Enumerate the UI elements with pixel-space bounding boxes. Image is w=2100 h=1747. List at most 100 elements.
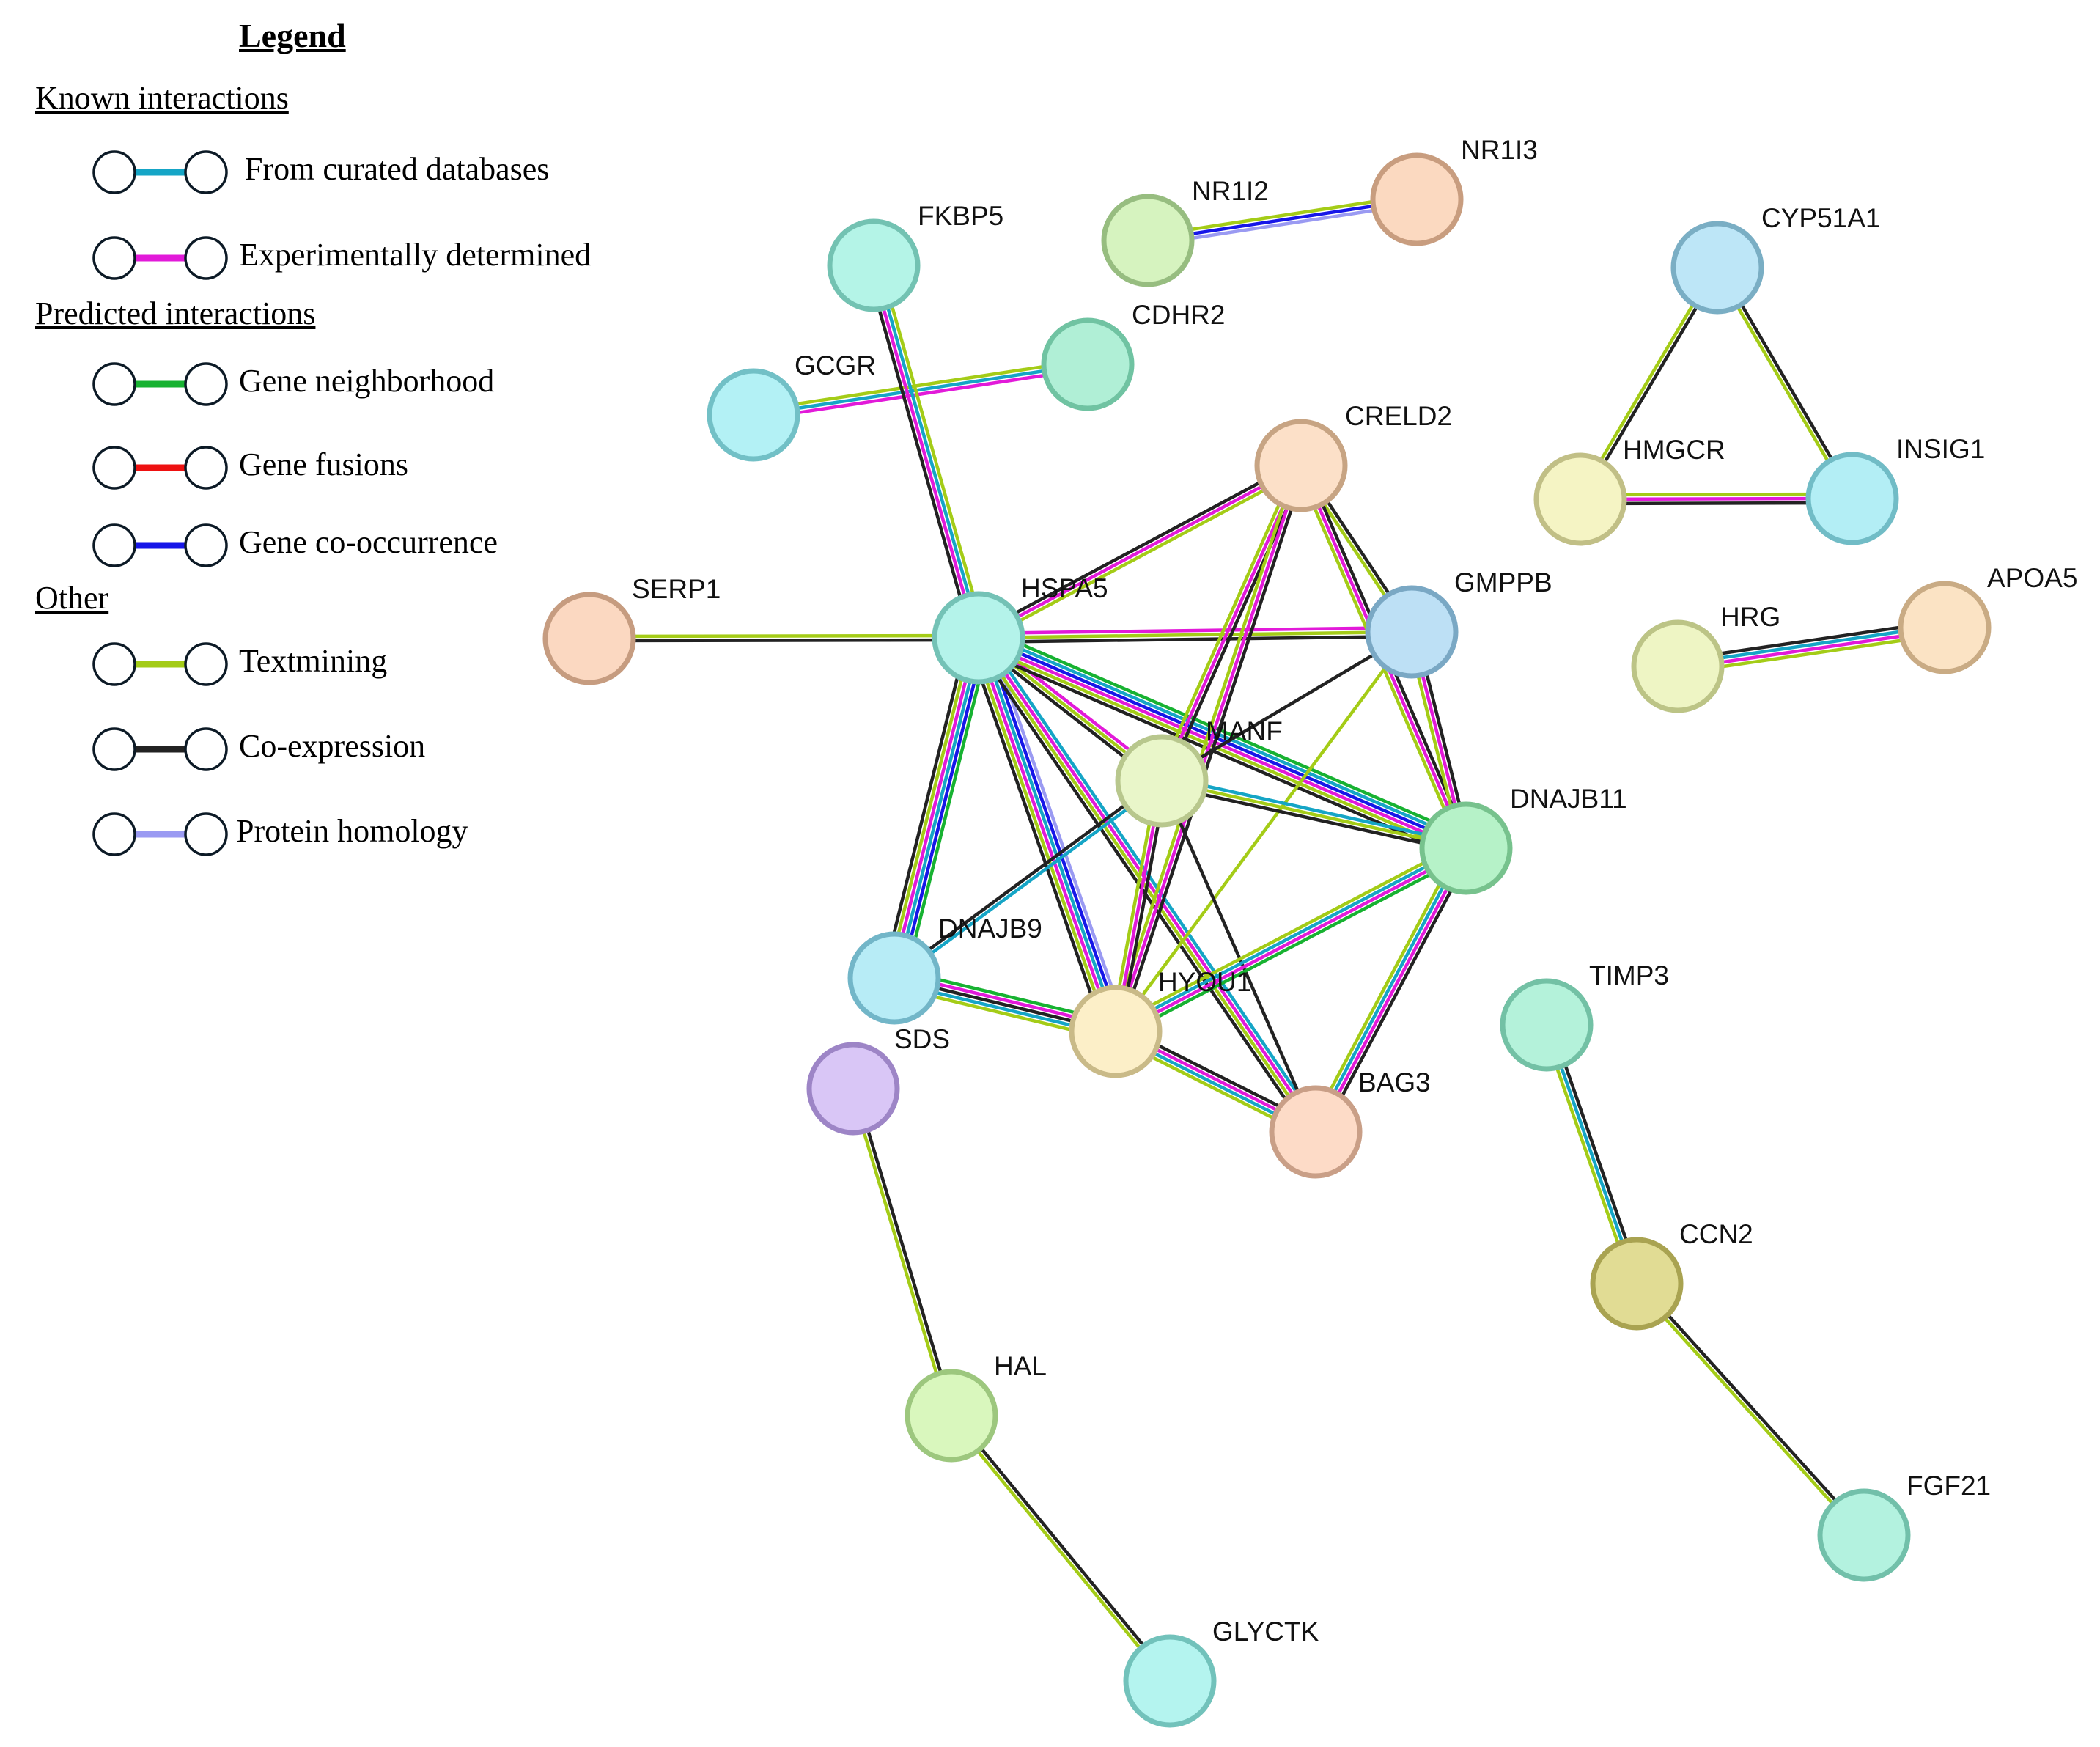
node-circle-GMPPB[interactable] bbox=[1365, 585, 1459, 679]
edge-DNAJB11-HYOU1-text bbox=[1111, 841, 1464, 1028]
legend-label-coexpression: Co-expression bbox=[239, 728, 426, 764]
edge-HSPA5-GMPPB-exp bbox=[978, 625, 1412, 636]
node-circle-GLYCTK[interactable] bbox=[1123, 1634, 1217, 1728]
node-label-SERP1: SERP1 bbox=[632, 574, 721, 604]
legend-swatches bbox=[92, 150, 228, 856]
legend-label-experimental: Experimentally determined bbox=[239, 237, 592, 273]
node-circle-HAL[interactable] bbox=[905, 1369, 998, 1463]
node-BAG3[interactable]: BAG3 bbox=[1269, 1067, 1431, 1179]
node-label-TIMP3: TIMP3 bbox=[1589, 960, 1669, 990]
edge-GCGR-CDHR2-db bbox=[753, 362, 1088, 417]
legend-node-fusions-left bbox=[92, 446, 136, 490]
legend-label-textmining: Textmining bbox=[239, 643, 388, 679]
node-circle-MANF[interactable] bbox=[1115, 734, 1209, 828]
legend-node-coexpression-right bbox=[184, 727, 228, 771]
node-circle-HRG[interactable] bbox=[1631, 619, 1725, 713]
legend-node-curated-right bbox=[184, 150, 228, 194]
node-circle-DNAJB9[interactable] bbox=[847, 931, 941, 1025]
node-label-DNAJB11: DNAJB11 bbox=[1510, 784, 1627, 814]
node-HAL[interactable]: HAL bbox=[905, 1351, 1047, 1463]
legend-node-fusions-right bbox=[184, 446, 228, 490]
edge-HSPA5-HYOU1-text bbox=[970, 639, 1111, 1034]
node-NR1I3[interactable]: NR1I3 bbox=[1370, 135, 1538, 246]
legend-node-cooccurrence-right bbox=[184, 523, 228, 567]
edge-HSPA5-HYOU1 bbox=[966, 633, 1128, 1036]
node-circle-APOA5[interactable] bbox=[1898, 581, 1992, 674]
edge-SDS-HAL-text bbox=[849, 1089, 951, 1417]
node-SDS[interactable]: SDS bbox=[806, 1024, 950, 1136]
node-FKBP5[interactable]: FKBP5 bbox=[827, 201, 1003, 312]
node-DNAJB11[interactable]: DNAJB11 bbox=[1419, 784, 1627, 895]
edge-GMPPB-MANF bbox=[1160, 630, 1413, 782]
edge-DNAJB11-HYOU1-exp bbox=[1116, 848, 1468, 1035]
node-circle-HSPA5[interactable] bbox=[932, 591, 1025, 685]
node-FGF21[interactable]: FGF21 bbox=[1817, 1471, 1991, 1582]
edge-CCN2-FGF21-coexp bbox=[1637, 1281, 1867, 1535]
edge-MANF-BAG3 bbox=[1160, 780, 1318, 1133]
legend-node-neighborhood-left bbox=[92, 362, 136, 406]
legend-node-homology-left bbox=[92, 812, 136, 856]
node-CDHR2[interactable]: CDHR2 bbox=[1041, 300, 1225, 411]
node-APOA5[interactable]: APOA5 bbox=[1898, 563, 2077, 674]
node-circle-NR1I3[interactable] bbox=[1370, 152, 1464, 246]
node-HRG[interactable]: HRG bbox=[1631, 602, 1780, 713]
legend-node-coexpression-left bbox=[92, 727, 136, 771]
node-GCGR[interactable]: GCGR bbox=[707, 350, 876, 462]
edge-DNAJB11-HYOU1-db bbox=[1113, 845, 1466, 1031]
node-HYOU1[interactable]: HYOU1 bbox=[1069, 967, 1251, 1078]
node-TIMP3[interactable]: TIMP3 bbox=[1500, 960, 1669, 1072]
node-MANF[interactable]: MANF bbox=[1115, 716, 1283, 828]
legend-node-neighborhood-right bbox=[184, 362, 228, 406]
edge-GCGR-CDHR2-exp bbox=[754, 367, 1089, 422]
node-SERP1[interactable]: SERP1 bbox=[542, 574, 721, 685]
node-CCN2[interactable]: CCN2 bbox=[1590, 1219, 1753, 1331]
edge-HSPA5-CRELD2-coexp bbox=[976, 460, 1300, 636]
node-circle-CYP51A1[interactable] bbox=[1670, 221, 1764, 315]
edge-SDS-HAL-coexp bbox=[853, 1087, 956, 1416]
node-circle-GCGR[interactable] bbox=[707, 368, 800, 462]
edge-HSPA5-HYOU1-exp bbox=[975, 638, 1116, 1033]
node-circle-INSIG1[interactable] bbox=[1805, 452, 1899, 545]
node-HMGCR[interactable]: HMGCR bbox=[1533, 435, 1725, 546]
node-GLYCTK[interactable]: GLYCTK bbox=[1123, 1617, 1319, 1728]
edge-HSPA5-CRELD2-text bbox=[979, 468, 1304, 644]
node-circle-SDS[interactable] bbox=[806, 1042, 900, 1136]
legend-node-experimental-right bbox=[184, 236, 228, 280]
node-label-NR1I2: NR1I2 bbox=[1192, 176, 1269, 206]
edge-HSPA5-GMPPB-text bbox=[978, 630, 1412, 640]
node-CRELD2[interactable]: CRELD2 bbox=[1254, 401, 1452, 512]
node-DNAJB9[interactable]: DNAJB9 bbox=[847, 913, 1042, 1025]
node-circle-CDHR2[interactable] bbox=[1041, 317, 1135, 411]
edge-GMPPB-MANF-coexp bbox=[1160, 630, 1413, 782]
node-CYP51A1[interactable]: CYP51A1 bbox=[1670, 203, 1881, 315]
edge-HSPA5-DNAJB11-db bbox=[980, 630, 1470, 844]
edge-SDS-HAL bbox=[849, 1087, 956, 1417]
edge-HSPA5-CRELD2-exp bbox=[977, 464, 1303, 639]
node-GMPPB[interactable]: GMPPB bbox=[1365, 567, 1552, 679]
edge-HSPA5-GMPPB bbox=[978, 625, 1412, 644]
node-circle-CCN2[interactable] bbox=[1590, 1237, 1684, 1331]
node-circle-HMGCR[interactable] bbox=[1533, 452, 1627, 546]
node-circle-DNAJB11[interactable] bbox=[1419, 801, 1513, 895]
edge-HSPA5-DNAJB9-coocc bbox=[899, 639, 987, 980]
node-INSIG1[interactable]: INSIG1 bbox=[1805, 434, 1985, 545]
node-circle-FKBP5[interactable] bbox=[827, 218, 921, 312]
node-circle-SERP1[interactable] bbox=[542, 592, 636, 685]
node-circle-TIMP3[interactable] bbox=[1500, 978, 1594, 1072]
legend-node-cooccurrence-left bbox=[92, 523, 136, 567]
node-circle-HYOU1[interactable] bbox=[1069, 985, 1163, 1078]
legend-label-fusions: Gene fusions bbox=[239, 446, 408, 482]
node-label-HSPA5: HSPA5 bbox=[1021, 573, 1108, 603]
node-circle-BAG3[interactable] bbox=[1269, 1085, 1363, 1179]
node-HSPA5[interactable]: HSPA5 bbox=[932, 573, 1108, 685]
edge-FKBP5-HSPA5-db bbox=[874, 264, 983, 638]
edge-HSPA5-DNAJB9-coexp bbox=[882, 634, 970, 976]
node-NR1I2[interactable]: NR1I2 bbox=[1101, 176, 1269, 287]
legend-label-cooccurrence: Gene co-occurrence bbox=[239, 524, 498, 560]
node-circle-CRELD2[interactable] bbox=[1254, 419, 1348, 512]
node-circle-NR1I2[interactable] bbox=[1101, 194, 1195, 287]
node-circle-FGF21[interactable] bbox=[1817, 1488, 1911, 1582]
edge-MANF-DNAJB9-coexp bbox=[891, 777, 1162, 978]
edge-FKBP5-HSPA5 bbox=[866, 262, 987, 641]
edge-DNAJB11-BAG3-text bbox=[1308, 844, 1462, 1130]
